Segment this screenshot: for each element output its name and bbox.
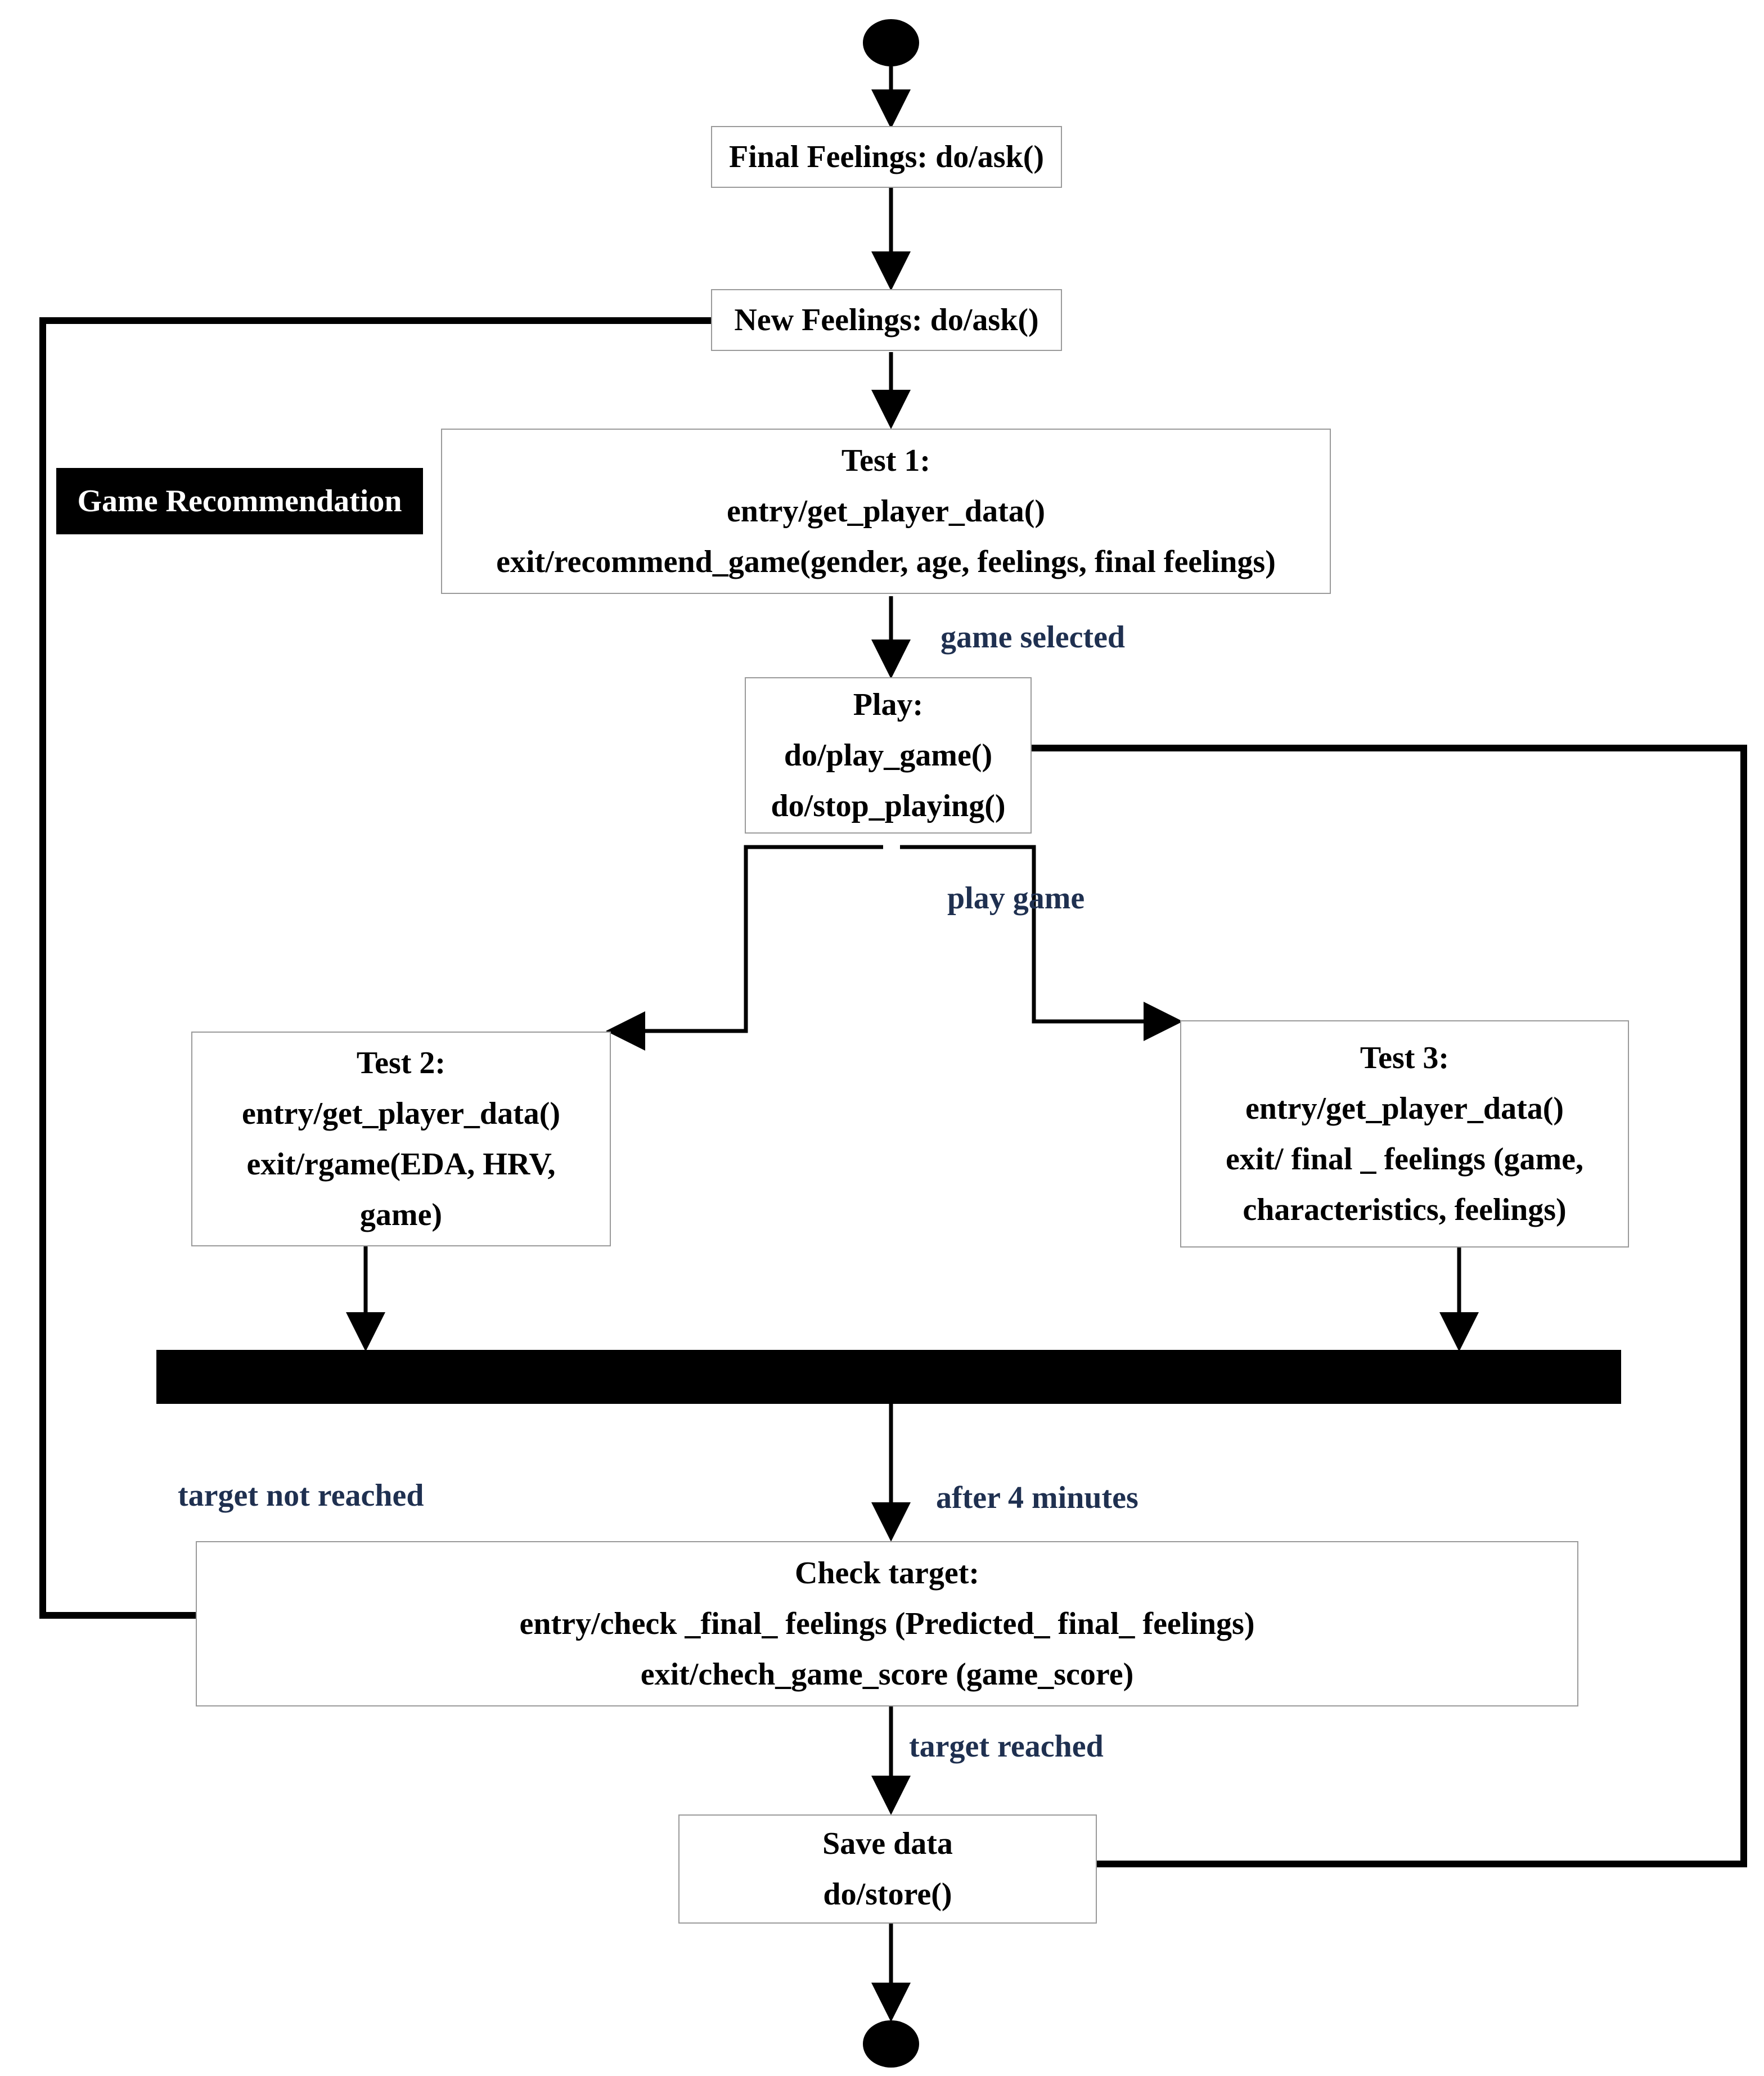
state-play-title: Play: bbox=[853, 687, 924, 722]
label-target-not-reached: target not reached bbox=[178, 1478, 424, 1513]
state-test2-exit: exit/rgame(EDA, HRV, bbox=[246, 1147, 556, 1182]
label-after-4-minutes: after 4 minutes bbox=[936, 1480, 1138, 1515]
state-test3-title: Test 3: bbox=[1360, 1041, 1450, 1075]
initial-node bbox=[863, 19, 919, 66]
state-check-target: Check target: entry/check _final_ feelin… bbox=[196, 1541, 1578, 1706]
label-game-selected: game selected bbox=[940, 620, 1126, 655]
state-test3-exit-cont: characteristics, feelings) bbox=[1243, 1192, 1567, 1227]
state-save-data: Save data do/store() bbox=[678, 1814, 1097, 1924]
arrow-play-to-test3 bbox=[900, 845, 1183, 1041]
state-new-feelings-line: New Feelings: do/ask() bbox=[734, 303, 1039, 337]
state-test2-exit-cont: game) bbox=[359, 1197, 443, 1232]
state-test1-exit: exit/recommend_game(gender, age, feeling… bbox=[496, 544, 1276, 579]
state-test2: Test 2: entry/get_player_data() exit/rga… bbox=[191, 1032, 611, 1246]
label-target-reached: target reached bbox=[909, 1729, 1104, 1764]
state-test1: Test 1: entry/get_player_data() exit/rec… bbox=[441, 429, 1331, 594]
state-test3-entry: entry/get_player_data() bbox=[1245, 1091, 1564, 1126]
state-save-title: Save data bbox=[822, 1826, 953, 1861]
state-test3: Test 3: entry/get_player_data() exit/ fi… bbox=[1180, 1020, 1629, 1248]
state-check-title: Check target: bbox=[794, 1556, 980, 1591]
state-final-feelings: Final Feelings: do/ask() bbox=[711, 126, 1062, 188]
loop-lines bbox=[39, 317, 1747, 1867]
final-node bbox=[863, 2020, 919, 2068]
arrow-play-to-test2 bbox=[606, 845, 883, 1051]
label-play-game: play game bbox=[947, 881, 1085, 916]
state-test1-title: Test 1: bbox=[841, 443, 931, 478]
state-test2-title: Test 2: bbox=[356, 1046, 446, 1080]
join-bar bbox=[156, 1350, 1621, 1404]
state-check-entry: entry/check _final_ feelings (Predicted_… bbox=[519, 1606, 1255, 1641]
state-check-exit: exit/chech_game_score (game_score) bbox=[640, 1657, 1134, 1692]
state-play: Play: do/play_game() do/stop_playing() bbox=[745, 677, 1032, 834]
state-test2-entry: entry/get_player_data() bbox=[241, 1096, 561, 1131]
flow-arrows bbox=[346, 66, 1479, 2022]
loop-check-to-new-feelings bbox=[39, 317, 711, 1619]
state-play-do-play: do/play_game() bbox=[784, 738, 993, 773]
state-play-do-stop: do/stop_playing() bbox=[771, 789, 1006, 823]
game-recommendation-badge: Game Recommendation bbox=[56, 468, 423, 534]
state-final-feelings-line: Final Feelings: do/ask() bbox=[728, 139, 1045, 174]
state-test1-entry: entry/get_player_data() bbox=[726, 494, 1046, 529]
state-new-feelings: New Feelings: do/ask() bbox=[711, 289, 1062, 351]
state-save-do: do/store() bbox=[823, 1877, 952, 1912]
state-test3-exit: exit/ final _ feelings (game, bbox=[1225, 1142, 1584, 1177]
loop-save-to-play bbox=[1032, 745, 1747, 1867]
